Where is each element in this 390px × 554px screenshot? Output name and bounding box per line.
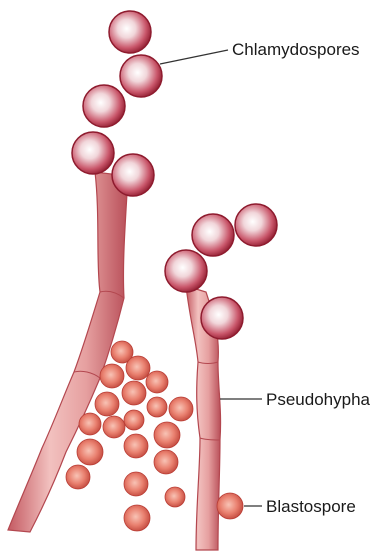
blastospore — [154, 450, 178, 474]
blastospore — [124, 472, 148, 496]
chlamydospore — [235, 204, 277, 246]
blastospore — [124, 434, 148, 458]
blastospore — [126, 356, 150, 380]
chlamydospore — [201, 297, 243, 339]
blastospore — [79, 413, 101, 435]
blastospore — [146, 371, 168, 393]
chlamydospore — [120, 55, 162, 97]
blastospore-labelled — [217, 493, 243, 519]
chlamydospores-right — [165, 204, 277, 339]
chlamydospores-leader — [160, 50, 228, 64]
blastospore — [154, 422, 180, 448]
blastospore — [165, 487, 185, 507]
chlamydospore — [83, 85, 125, 127]
blastospore — [124, 505, 150, 531]
blastospore — [77, 439, 103, 465]
blastospore — [147, 397, 167, 417]
blastospore — [103, 416, 125, 438]
chlamydospores-label: Chlamydospores — [232, 40, 360, 59]
chlamydospore — [112, 154, 154, 196]
blastospore — [124, 410, 144, 430]
blastospore — [95, 392, 119, 416]
blastospore — [66, 465, 90, 489]
blastospore — [122, 381, 146, 405]
blastospore-label: Blastospore — [266, 497, 356, 516]
chlamydospores-left — [72, 11, 162, 196]
blastospore — [100, 364, 124, 388]
chlamydospore — [192, 214, 234, 256]
chlamydospore — [165, 250, 207, 292]
blastospore — [169, 397, 193, 421]
chlamydospore — [109, 11, 151, 53]
chlamydospore — [72, 132, 114, 174]
pseudohypha-label: Pseudohypha — [266, 390, 371, 409]
